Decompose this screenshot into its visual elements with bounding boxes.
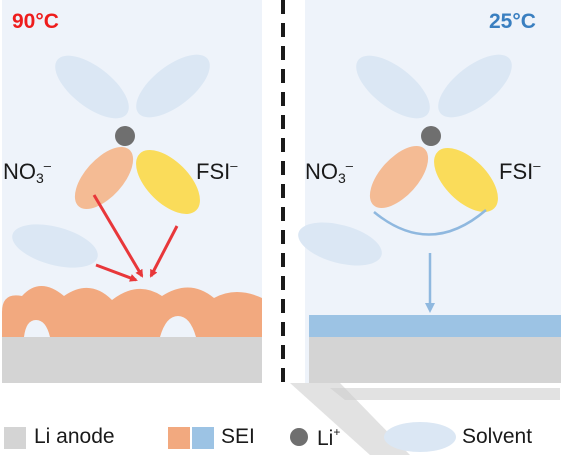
- legend-solvent-label: Solvent: [462, 425, 533, 448]
- nitrate-anion: [369, 146, 429, 208]
- nitrate-label-left: NO3–: [3, 158, 52, 186]
- legend-swatches: [4, 422, 456, 452]
- combination-arc: [373, 209, 487, 236]
- solvent-molecule: [12, 224, 98, 268]
- li-anode-right: [309, 337, 561, 383]
- left-solvation-cluster: [12, 54, 210, 268]
- legend-li-ion-label: Li+: [317, 425, 341, 450]
- background-arrow-shape: [290, 383, 410, 455]
- solvent-molecule: [136, 54, 210, 118]
- legend-sei-swatch-hot: [168, 427, 190, 449]
- nitrate-label-right: NO3–: [305, 158, 354, 186]
- sei-layer-thick: [2, 286, 262, 337]
- nitrate-anion: [74, 147, 134, 209]
- legend-anode-swatch: [4, 427, 26, 449]
- legend-li-ion-dot: [290, 428, 308, 446]
- fsi-label-left: FSI–: [196, 158, 238, 184]
- legend-sei-label: SEI: [221, 425, 255, 448]
- right-solvation-cluster: [298, 54, 512, 266]
- red-arrow: [149, 225, 179, 278]
- solvent-molecule: [55, 55, 129, 119]
- red-arrow: [95, 263, 138, 282]
- red-arrow: [92, 194, 144, 278]
- right-reaction-arrow: [373, 209, 487, 313]
- fsi-anion: [434, 148, 498, 212]
- temperature-label-hot: 90°C: [12, 10, 59, 33]
- right-anode-stack: [309, 315, 561, 383]
- legend-anode-label: Li anode: [34, 425, 115, 448]
- lithium-ion: [421, 126, 441, 146]
- solvent-molecule: [356, 55, 430, 119]
- left-reaction-arrows: [92, 194, 179, 282]
- solvent-molecule: [438, 54, 512, 118]
- fsi-label-right: FSI–: [499, 158, 541, 184]
- li-anode-left: [2, 337, 262, 383]
- legend-sei-swatch-cold: [192, 427, 214, 449]
- legend-solvent-ellipse: [384, 422, 456, 452]
- solvent-molecule: [298, 222, 382, 266]
- background-arrow-band: [330, 388, 560, 400]
- fsi-anion: [136, 150, 200, 214]
- temperature-label-cold: 25°C: [489, 10, 536, 33]
- lithium-ion: [115, 126, 135, 146]
- left-anode-stack: [2, 286, 262, 383]
- sei-layer-thin: [309, 315, 561, 337]
